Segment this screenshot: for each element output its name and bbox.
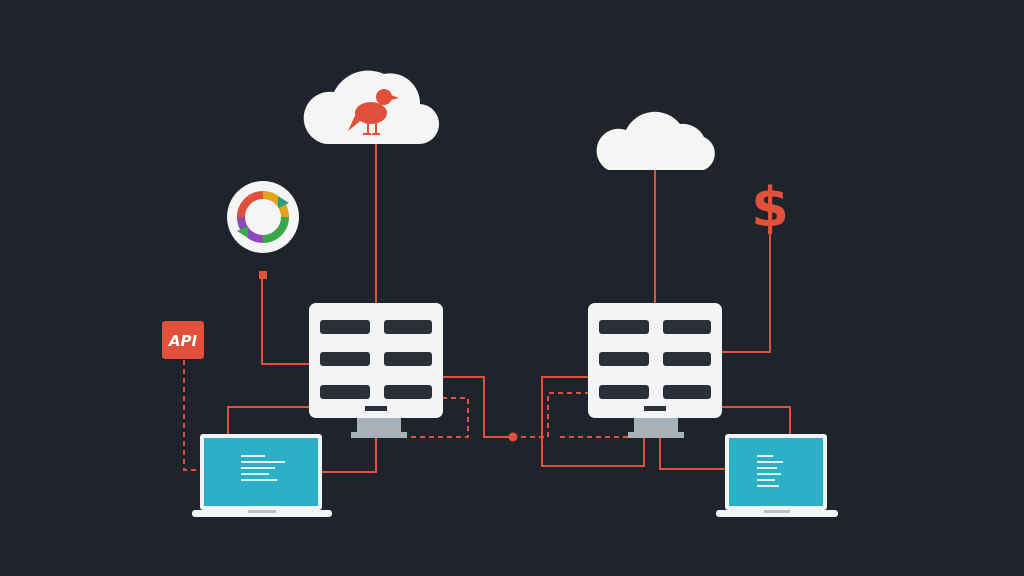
bird-icon [348, 89, 399, 135]
left-laptop [192, 434, 332, 517]
left-server [309, 303, 443, 438]
connection-lines [183, 142, 791, 473]
circular-arrows-badge [227, 181, 299, 279]
line-center-to-right-server [512, 392, 588, 438]
right-laptop-screen-lines [757, 455, 783, 487]
line-left-laptop-bottom [320, 435, 377, 473]
line-ring-to-left-server [261, 278, 309, 365]
line-left-laptop-to-server [227, 406, 309, 434]
line-api-to-left-laptop [183, 360, 204, 471]
right-server-drive-slots [599, 320, 711, 411]
left-laptop-screen-lines [241, 455, 285, 481]
right-laptop [716, 434, 838, 517]
line-right-server-to-laptop [722, 406, 791, 435]
line-left-server-to-center [442, 376, 512, 438]
api-badge-label: API [168, 332, 198, 350]
api-badge: API [162, 321, 204, 359]
left-server-drive-slots [320, 320, 432, 411]
line-left-server-dashed [380, 397, 469, 438]
line-dollar-to-right-server [722, 232, 771, 353]
right-cloud [596, 111, 715, 170]
center-junction-node [508, 432, 518, 442]
line-right-server-loop [541, 376, 645, 467]
line-right-laptop-bottom [659, 432, 728, 470]
left-cloud [303, 70, 440, 145]
dollar-icon: $ [751, 176, 789, 239]
right-server [588, 303, 722, 438]
